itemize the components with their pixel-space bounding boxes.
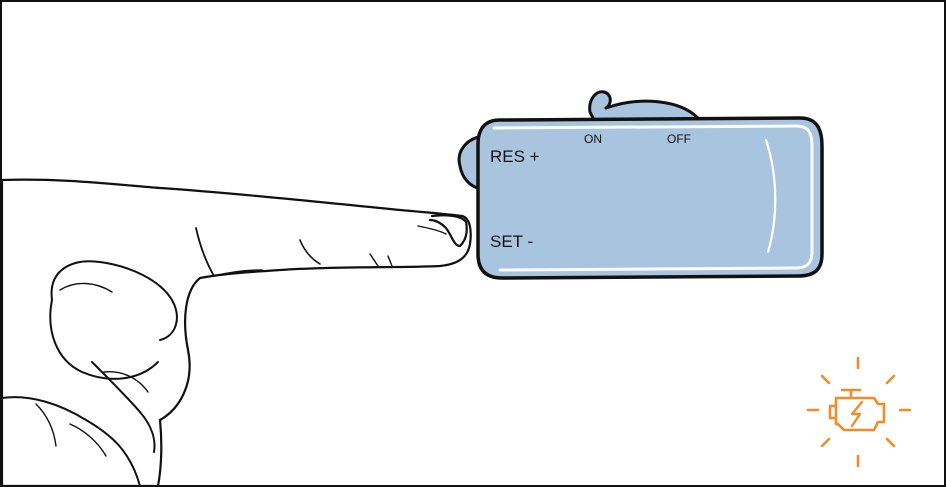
- warning-ray: [885, 437, 896, 448]
- off-label[interactable]: OFF: [667, 132, 691, 146]
- warning-ray: [885, 374, 896, 385]
- hand-icon: [0, 178, 472, 487]
- warning-ray: [820, 374, 831, 385]
- check-engine-icon: [806, 356, 912, 468]
- res-plus-label[interactable]: RES +: [490, 147, 540, 166]
- on-label[interactable]: ON: [584, 132, 602, 146]
- set-minus-label[interactable]: SET -: [490, 232, 534, 251]
- cruise-control-switch[interactable]: [476, 116, 824, 280]
- warning-ray: [820, 437, 831, 448]
